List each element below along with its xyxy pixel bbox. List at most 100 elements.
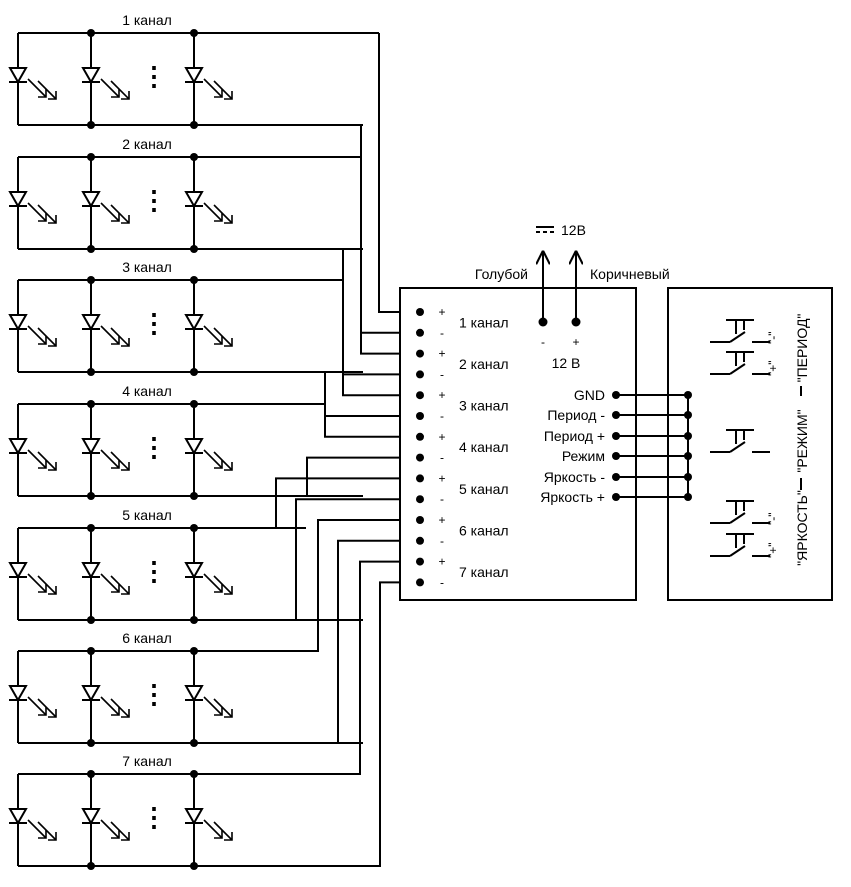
supply-voltage-label: 12В [561,222,586,238]
led-diode-icon [81,314,130,347]
terminal-plus [416,349,424,358]
minus-wire [194,581,420,867]
control-terminal-label: GND [574,387,605,403]
led-diode-icon [81,191,130,224]
controller-channel-terminals: +-1 канал+-2 канал+-3 канал+-4 канал+-5 … [416,305,509,589]
terminal-plus-sign: + [438,471,445,485]
channel-wires-group [194,33,420,867]
plus-wire [194,560,420,775]
terminal-minus-sign: - [440,534,444,548]
terminal-minus-sign: - [440,492,444,506]
led-diode-icon [184,191,233,224]
terminal-plus [416,391,424,400]
led-diode-icon [81,562,130,595]
button-bus-wires [616,391,692,501]
button-mode [710,429,770,453]
power-plus-terminal [571,317,581,327]
terminal-plus-sign: + [438,347,445,361]
junction-dot [87,647,95,655]
control-terminal-label: Период + [544,428,605,444]
strip-ellipsis: ⋮ [141,308,167,338]
strip-ellipsis: ⋮ [141,802,167,832]
terminal-minus-sign: - [440,326,444,340]
led-strip: 4 канал ⋮ [8,383,363,500]
terminal-plus-sign: + [438,430,445,444]
button-period-plus: "+" [710,351,780,376]
junction-dot [87,770,95,778]
junction-dot [87,368,95,376]
led-diode-icon [81,685,130,718]
button-brightness-minus: "-" [710,500,780,525]
control-terminal-label: Режим [562,448,605,464]
strip-label: 3 канал [122,259,172,275]
led-diode-icon [8,808,57,841]
strip-ellipsis: ⋮ [141,556,167,586]
junction-dot [190,29,198,37]
power-supply: 12В Голубой Коричневый [475,222,670,318]
junction-dot [87,29,95,37]
button-brightness-plus: "+" [710,533,780,558]
button-tag: "-" [766,331,780,344]
terminal-plus [416,474,424,483]
control-terminal-label: Яркость - [544,469,606,485]
minus-wire [194,456,420,497]
led-diode-icon [8,562,57,595]
channel-terminal-label: 4 канал [459,439,509,455]
led-diode-icon [81,67,130,100]
terminal-plus-sign: + [438,513,445,527]
junction-dot [87,524,95,532]
minus-wire [194,371,420,417]
terminal-plus-sign: + [438,388,445,402]
strip-ellipsis: ⋮ [141,432,167,462]
strip-ellipsis: ⋮ [141,61,167,91]
junction-dot [87,400,95,408]
strip-label: 5 канал [122,507,172,523]
minus-wire [194,539,420,744]
led-diode-icon [184,314,233,347]
strip-label: 2 канал [122,136,172,152]
group-label-period: "ПЕРИОД" [794,314,810,383]
terminal-minus-sign: - [440,367,444,381]
terminal-plus-sign: + [438,555,445,569]
led-strip: 5 канал ⋮ [8,507,363,624]
channel-terminal-label: 1 канал [459,314,509,330]
button-panel: "-""+""-""+" "ПЕРИОД" "РЕЖИМ" "ЯРКОСТЬ" [616,287,833,601]
terminal-minus [416,536,424,545]
led-strips-group: 1 канал ⋮ 2 канал ⋮ 3 канал ⋮ 4 канал ⋮ 5 канал ⋮… [8,12,379,870]
button-tag: "+" [766,360,780,376]
strip-label: 7 канал [122,753,172,769]
strip-label: 4 канал [122,383,172,399]
button-panel-box [667,287,833,601]
led-strip: 3 канал ⋮ [8,259,363,376]
power-plus-sign: + [572,335,579,349]
led-diode-icon [184,685,233,718]
junction-dot [190,276,198,284]
wire-label-brown: Коричневый [590,266,670,282]
junction-dot [87,862,95,870]
power-label: 12 В [552,355,581,371]
strip-label: 6 канал [122,630,172,646]
pushbuttons: "-" "+" "-" "+" [710,319,780,558]
junction-dot [87,739,95,747]
channel-terminal-label: 5 канал [459,481,509,497]
strip-label: 1 канал [122,12,172,28]
terminal-minus [416,453,424,462]
junction-dot [87,276,95,284]
controller: +-1 канал+-2 канал+-3 канал+-4 канал+-5 … [399,287,637,601]
group-label-mode: "РЕЖИМ" [794,409,810,472]
terminal-minus-sign: - [440,575,444,589]
wire-label-blue: Голубой [475,266,528,282]
terminal-minus-sign: - [440,451,444,465]
strip-ellipsis: ⋮ [141,185,167,215]
strip-ellipsis: ⋮ [141,679,167,709]
terminal-minus [416,578,424,587]
button-tag: "+" [766,542,780,558]
junction-dot [87,153,95,161]
terminal-minus [416,370,424,379]
led-strip: 2 канал ⋮ [8,136,363,253]
junction-dot [87,245,95,253]
plus-wire [342,280,420,397]
led-strip: 1 канал ⋮ [8,12,379,129]
power-minus-sign: - [541,335,545,349]
